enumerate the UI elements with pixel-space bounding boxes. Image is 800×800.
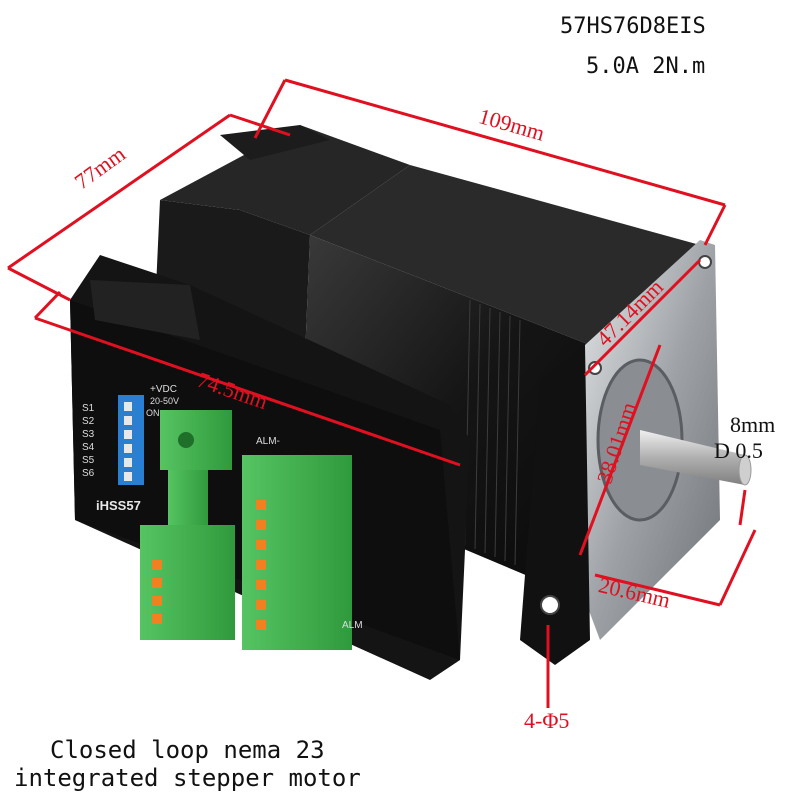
dim-shaft-diameter: 8mm xyxy=(730,412,776,437)
motor-shaft[interactable] xyxy=(640,430,752,486)
signal-terminal-left[interactable] xyxy=(140,525,235,640)
caption-line2: integrated stepper motor xyxy=(14,764,361,792)
alm-label: ALM xyxy=(342,620,363,631)
part-number: 57HS76D8EIS xyxy=(560,14,706,39)
dip-switch-labels: S1 S2 S3 S4 S5 S6 xyxy=(82,402,94,480)
dimension-lines xyxy=(7,78,757,708)
caption-line1: Closed loop nema 23 xyxy=(50,736,325,764)
dim-mount-holes: 4-Φ5 xyxy=(524,708,570,733)
dip-label-s6: S6 xyxy=(82,468,95,479)
dip-label-s3: S3 xyxy=(82,429,95,440)
driver-brand-label: iHSS57 xyxy=(96,498,141,513)
dip-label-s5: S5 xyxy=(82,455,95,466)
dip-on-label: ON xyxy=(146,408,160,418)
signal-terminal-right[interactable] xyxy=(242,455,352,650)
dip-label-s1: S1 xyxy=(82,403,95,414)
dip-label-s2: S2 xyxy=(82,416,95,427)
rating-label: 5.0A 2N.m xyxy=(586,54,706,79)
alm-minus-label: ALM- xyxy=(256,436,280,447)
dim-d-cut: D 0.5 xyxy=(714,438,763,463)
dip-label-s4: S4 xyxy=(82,442,95,453)
power-terminal[interactable] xyxy=(160,410,232,530)
vdc-label: +VDC xyxy=(150,384,177,395)
vdc-range-label: 20-50V xyxy=(150,396,180,406)
driver-module xyxy=(70,255,470,680)
